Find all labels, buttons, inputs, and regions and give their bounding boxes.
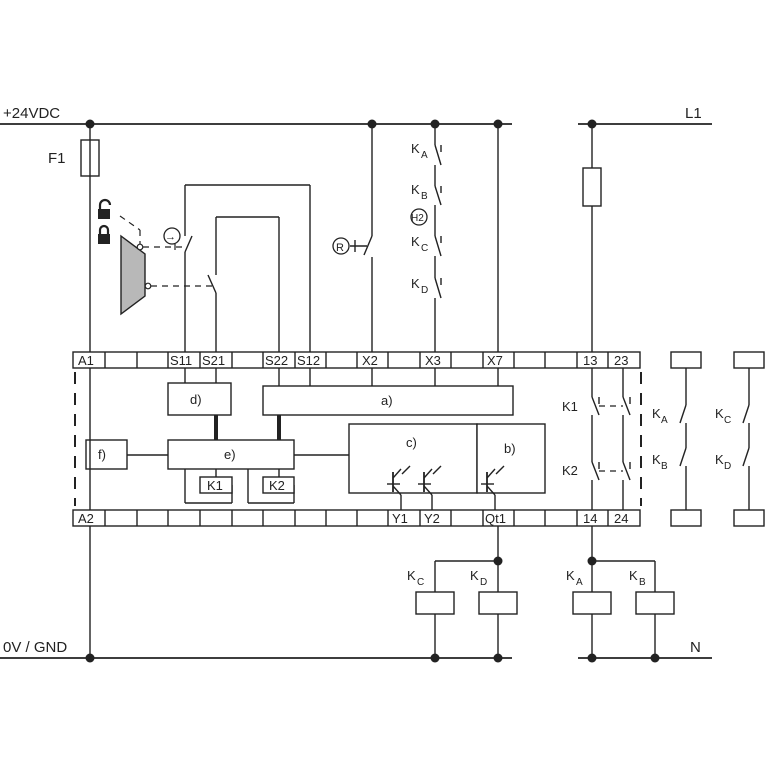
coil-kb-label: K B [629,568,646,588]
padlock-locked-icon [98,224,110,244]
transistor-y1-icon [387,465,411,510]
fuse-l1 [582,167,602,207]
label-l1: L1 [685,105,702,122]
svg-text:K: K [411,234,420,249]
svg-text:K: K [411,276,420,291]
terminal-strip-top: A1 S11 S21 S22 S12 X2 X3 X7 13 23 [72,351,641,369]
svg-text:c): c) [406,435,417,450]
terminal-kc-kd-bottom [733,509,765,527]
terminal-strip-bottom: A2 Y1 Y2 Qt1 14 24 [72,509,641,527]
feedback-contact-kb: K B [411,182,442,206]
block-d [167,382,232,416]
svg-text:a): a) [381,393,393,408]
svg-text:K: K [629,568,638,583]
svg-text:C: C [417,577,424,588]
contact-k1-label: K1 [562,399,578,414]
svg-text:B: B [421,191,428,202]
svg-text:K: K [470,568,479,583]
block-f [85,439,128,470]
svg-text:K2: K2 [269,478,285,493]
padlock-unlocked-icon [98,198,112,219]
label-gnd: 0V / GND [3,639,67,656]
fuse-f1-label: F1 [48,150,66,167]
label-24vdc: +24VDC [3,105,60,122]
coil-kb [635,591,675,615]
terminal-s11: S11 [170,353,192,368]
terminal-24: 24 [614,511,628,526]
coil-kd [478,591,518,615]
terminal-ka-kb-bottom [670,509,702,527]
block-e [167,439,295,470]
svg-text:D: D [421,285,428,296]
coil-kc [415,591,455,615]
terminal-y1: Y1 [392,511,408,526]
svg-text:C: C [421,243,428,254]
feedback-contact-kc: K C [411,234,442,257]
transistor-y2-icon [418,465,442,510]
terminal-23: 23 [614,353,628,368]
svg-text:D: D [480,577,487,588]
contact-kd-label: K D [715,452,731,472]
block-a [262,385,514,416]
coil-kc-label: K C [407,568,424,588]
coil-ka [572,591,612,615]
terminal-x7: X7 [487,353,503,368]
feedback-contact-kd: K D [411,276,442,299]
label-n: N [690,639,701,656]
contact-kb-label: K B [652,452,668,472]
terminal-x3: X3 [425,353,441,368]
coil-ka-label: K A [566,568,583,588]
svg-text:K: K [715,452,724,467]
terminal-y2: Y2 [424,511,440,526]
svg-text:K: K [411,141,420,156]
door-position-icon: → [163,227,181,245]
reset-button-icon: R [332,237,350,255]
terminal-a2: A2 [78,511,94,526]
contact-ka-label: K A [652,406,668,426]
transistor-qt1-icon [481,465,505,510]
svg-text:K1: K1 [207,478,223,493]
terminal-kc-kd-top [733,351,765,369]
svg-text:f): f) [98,447,106,462]
svg-text:A: A [576,577,583,588]
svg-text:B: B [661,461,668,472]
svg-text:K: K [407,568,416,583]
svg-text:B: B [639,577,646,588]
svg-text:b): b) [504,441,516,456]
svg-text:K: K [715,406,724,421]
terminal-13: 13 [583,353,597,368]
svg-text:D: D [724,461,731,472]
block-c [348,423,478,494]
relay-k1 [199,476,233,494]
terminal-s21: S21 [202,353,225,368]
svg-text:A: A [661,415,668,426]
svg-text:K: K [652,452,661,467]
contact-k2-label: K2 [562,463,578,478]
feedback-contact-ka: K A [411,141,442,166]
block-b [476,423,546,494]
svg-text:K: K [411,182,420,197]
svg-text:A: A [421,150,428,161]
terminal-s22: S22 [265,353,288,368]
terminal-qt1: Qt1 [485,511,506,526]
svg-text:K: K [566,568,575,583]
svg-text:H2: H2 [411,213,424,224]
svg-text:d): d) [190,392,202,407]
contact-kc-label: K C [715,406,731,426]
svg-text:→: → [165,231,176,243]
svg-text:e): e) [224,447,236,462]
svg-text:R: R [336,242,344,254]
terminal-x2: X2 [362,353,378,368]
terminal-14: 14 [583,511,597,526]
relay-k2 [262,476,295,494]
svg-text:K: K [652,406,661,421]
svg-text:C: C [724,415,731,426]
lamp-h2-icon: H2 [410,208,428,226]
terminal-ka-kb-top [670,351,702,369]
terminal-s12: S12 [297,353,320,368]
coil-kd-label: K D [470,568,487,588]
terminal-a1: A1 [78,353,94,368]
